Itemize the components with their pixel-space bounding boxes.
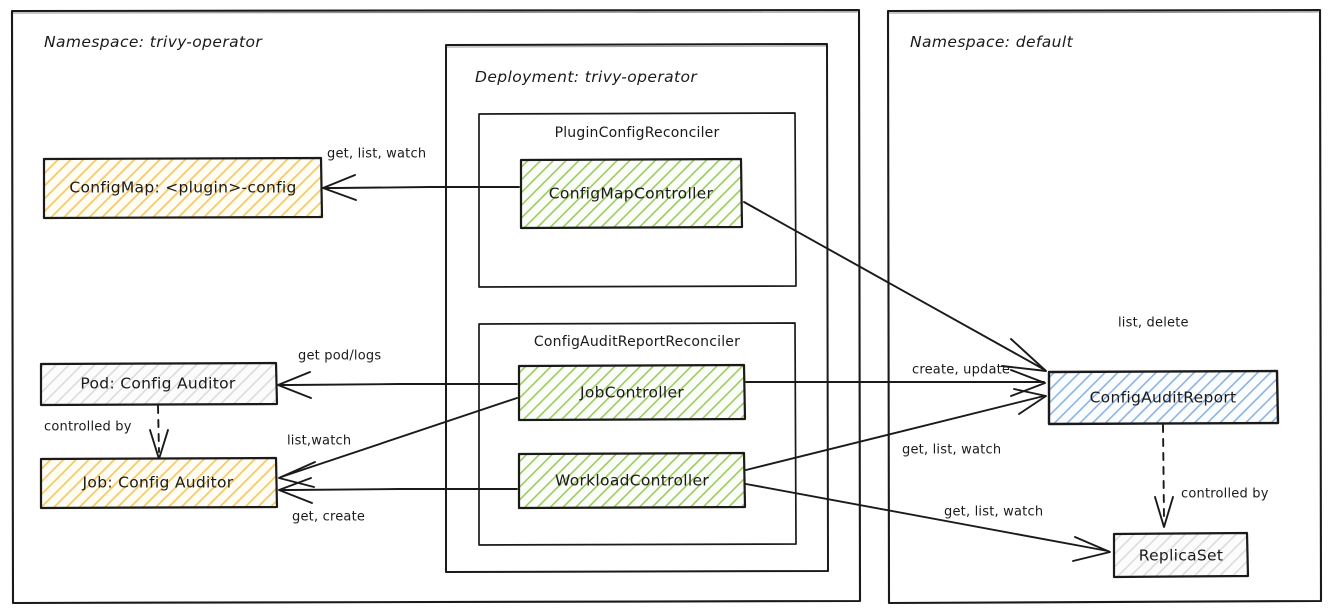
edge-configmapcontroller-to-configauditreport xyxy=(743,201,1047,372)
group-namespace-default xyxy=(886,8,1323,605)
edge-workloadcontroller-to-configauditreport xyxy=(745,388,1047,471)
edge-jobcontroller-to-configauditreport xyxy=(745,369,1046,397)
group-plugin-config-reconciler xyxy=(478,112,797,288)
node-pod[interactable] xyxy=(39,361,279,407)
node-configauditreport[interactable] xyxy=(1047,369,1280,426)
group-config-audit-report-reconciler xyxy=(478,322,797,546)
edge-pod-to-job xyxy=(149,405,169,460)
edge-configauditreport-to-replicaset xyxy=(1154,424,1174,528)
edge-workloadcontroller-to-replicaset xyxy=(745,483,1111,562)
node-replicaset[interactable] xyxy=(1112,531,1250,579)
edge-jobcontroller-to-pod xyxy=(277,371,518,399)
node-configmapcontroller[interactable] xyxy=(519,157,744,230)
group-deployment-trivy-operator xyxy=(445,43,829,573)
edge-configmapcontroller-to-configmap xyxy=(322,174,520,201)
edge-jobcontroller-to-job xyxy=(278,397,518,488)
node-job[interactable] xyxy=(39,456,279,510)
node-workloadcontroller[interactable] xyxy=(517,451,747,510)
group-namespace-trivy-operator xyxy=(10,8,862,605)
edge-workloadcontroller-to-job xyxy=(278,477,518,504)
node-jobcontroller[interactable] xyxy=(517,363,747,422)
node-configmap[interactable] xyxy=(42,156,324,220)
